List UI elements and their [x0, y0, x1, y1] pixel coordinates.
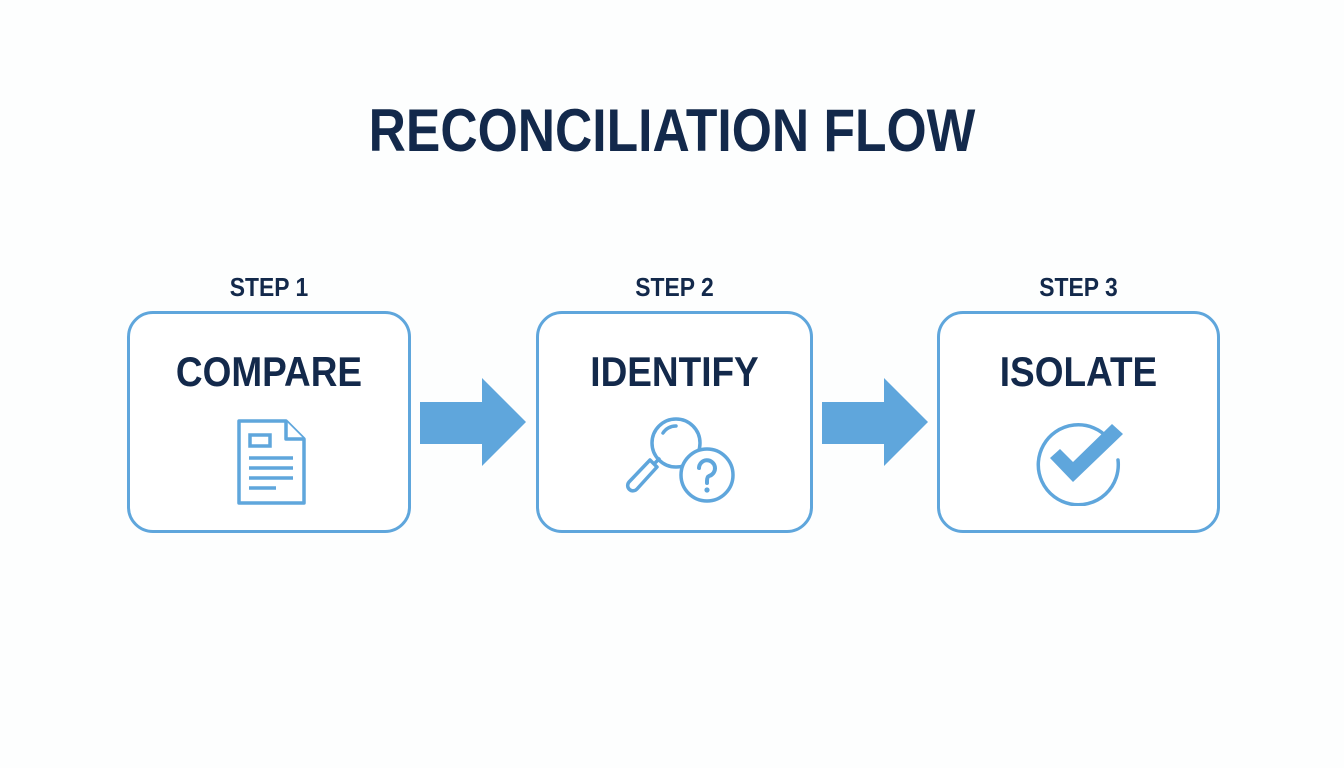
step-2-title: IDENTIFY	[590, 348, 759, 395]
step-1-title: COMPARE	[175, 348, 363, 395]
step-3-label: STEP 3	[1039, 272, 1118, 302]
document-icon	[237, 419, 306, 505]
step-3-title: ISOLATE	[999, 348, 1158, 395]
step-1-label: STEP 1	[229, 272, 309, 302]
arrow-right-icon	[822, 378, 928, 466]
step-2-label: STEP 2	[635, 272, 714, 302]
step-3-box: ISOLATE	[937, 311, 1220, 533]
step-2-box: IDENTIFY	[536, 311, 813, 533]
check-circle-icon	[1036, 423, 1123, 506]
diagram-title: RECONCILIATION FLOW	[368, 97, 976, 164]
step-1-box: COMPARE	[127, 311, 411, 533]
arrow-right-icon	[420, 378, 526, 466]
magnifier-question-icon	[625, 417, 735, 503]
